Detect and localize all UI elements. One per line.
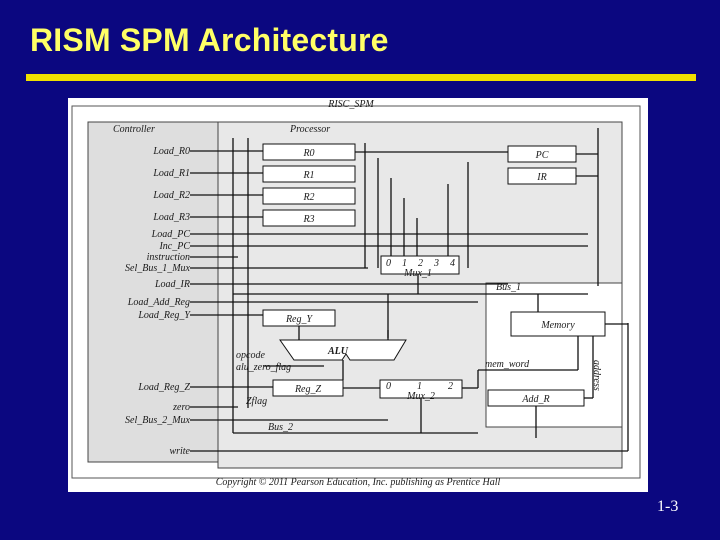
register-r2-label: R2 bbox=[302, 192, 314, 203]
mux2-input-0: 0 bbox=[386, 381, 391, 392]
alu-label: ALU bbox=[327, 346, 349, 357]
register-r3-label: R3 bbox=[302, 214, 314, 225]
ir-label: IR bbox=[536, 172, 546, 183]
title-underline bbox=[26, 74, 696, 81]
mux2-input-1: 1 bbox=[417, 381, 422, 392]
signal-load-ir: Load_IR bbox=[154, 279, 190, 290]
architecture-diagram: RISC_SPM Controller Processor Load_R0 Lo… bbox=[71, 99, 641, 488]
alu-zero-flag-label: alu_zero_flag bbox=[236, 362, 291, 373]
alu bbox=[279, 339, 407, 361]
control-wires bbox=[190, 150, 628, 452]
reg-z-label: Reg_Z bbox=[294, 384, 322, 395]
signal-write: write bbox=[169, 446, 190, 457]
mux1-input-2: 2 bbox=[418, 258, 423, 269]
mux1-label: Mux_1 bbox=[403, 268, 432, 279]
memory-wires bbox=[478, 323, 628, 438]
bus2-label: Bus_2 bbox=[268, 422, 293, 433]
bus2-wires bbox=[233, 370, 479, 434]
slide-number: 1-3 bbox=[657, 498, 679, 515]
mux1-input-1: 1 bbox=[402, 258, 407, 269]
add-r-label: Add_R bbox=[521, 394, 549, 405]
signal-load-add-reg: Load_Add_Reg bbox=[127, 297, 190, 308]
signal-inc-pc: Inc_PC bbox=[158, 241, 190, 252]
bus1-label: Bus_1 bbox=[496, 282, 521, 293]
signal-load-pc: Load_PC bbox=[151, 229, 191, 240]
controller-block bbox=[87, 121, 219, 463]
signal-load-r0: Load_R0 bbox=[152, 146, 190, 157]
signal-load-r3: Load_R3 bbox=[152, 212, 190, 223]
signal-sel-bus-2-mux: Sel_Bus_2_Mux bbox=[125, 415, 191, 426]
pc-label: PC bbox=[535, 150, 549, 161]
register-r0-label: R0 bbox=[302, 148, 314, 159]
copyright-note: Copyright © 2011 Pearson Education, Inc.… bbox=[216, 477, 501, 488]
register-r1-label: R1 bbox=[302, 170, 314, 181]
signal-sel-bus-1-mux: Sel_Bus_1_Mux bbox=[125, 263, 191, 274]
mux1-input-0: 0 bbox=[386, 258, 391, 269]
signal-zero: zero bbox=[172, 402, 190, 413]
signal-load-reg-y: Load_Reg_Y bbox=[137, 310, 191, 321]
register-r3 bbox=[262, 209, 356, 227]
signal-load-r1: Load_R1 bbox=[152, 168, 190, 179]
signal-load-r2: Load_R2 bbox=[152, 190, 190, 201]
mux1-input-3: 3 bbox=[433, 258, 439, 269]
signal-instruction: instruction bbox=[147, 252, 190, 263]
alu-wires bbox=[264, 326, 389, 380]
risc-spm-title: RISC_SPM bbox=[327, 99, 374, 110]
memory bbox=[510, 311, 606, 337]
mux1-input-4: 4 bbox=[450, 258, 455, 269]
vertical-buses bbox=[232, 128, 629, 451]
mux-1 bbox=[380, 255, 460, 275]
controller-label: Controller bbox=[113, 124, 155, 135]
mem-word-label: mem_word bbox=[485, 359, 530, 370]
architecture-figure: RISC_SPM Controller Processor Load_R0 Lo… bbox=[68, 98, 648, 492]
processor-label: Processor bbox=[289, 124, 330, 135]
slide-title: RISM SPM Architecture bbox=[30, 22, 389, 58]
pc-ir-wires bbox=[355, 151, 598, 268]
zflag-label: Zflag bbox=[246, 396, 267, 407]
mux2-label: Mux_2 bbox=[406, 391, 435, 402]
opcode-label: opcode bbox=[236, 350, 265, 361]
register-r2 bbox=[262, 187, 356, 205]
reg-y-label: Reg_Y bbox=[285, 314, 314, 325]
mux2-input-2: 2 bbox=[448, 381, 453, 392]
address-label: address bbox=[591, 360, 602, 391]
memory-label: Memory bbox=[540, 320, 575, 331]
signal-load-reg-z: Load_Reg_Z bbox=[137, 382, 190, 393]
register-r1 bbox=[262, 165, 356, 183]
